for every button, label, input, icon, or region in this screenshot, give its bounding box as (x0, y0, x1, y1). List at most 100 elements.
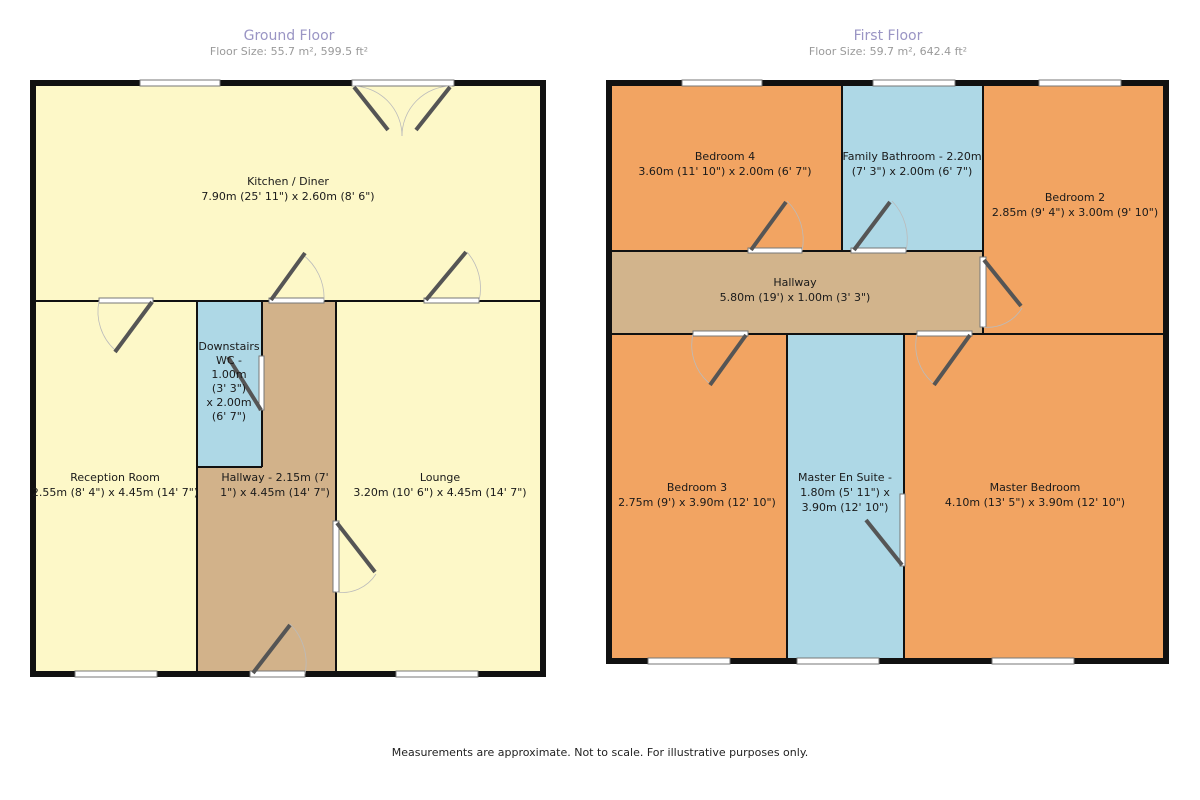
door-leaf (269, 251, 307, 302)
wc-label-line: 1.00m (211, 368, 246, 381)
window (647, 657, 731, 665)
window (74, 670, 158, 678)
lounge-door (332, 520, 377, 593)
hallway-room (262, 301, 336, 674)
master-bedroom-door (915, 330, 973, 387)
bedroom3-door (691, 330, 749, 387)
reception-dims: 2.55m (8' 4") x 4.45m (14' 7") (32, 486, 198, 499)
bathroom-door (850, 200, 908, 254)
door-leaf (424, 250, 468, 302)
bedroom4-name: Bedroom 4 (695, 150, 755, 163)
family-bathroom-room (842, 83, 983, 251)
door-swing-arc (915, 333, 934, 384)
door-swing-arc (335, 573, 377, 593)
bedroom4-dims: 3.60m (11' 10") x 2.00m (6' 7") (638, 165, 811, 178)
door-swing-arc (289, 623, 307, 675)
door-leaf (852, 200, 892, 252)
window (681, 79, 763, 87)
door-frame (747, 247, 803, 254)
kitchen-name: Kitchen / Diner (247, 175, 329, 188)
ground-floor-size: Floor Size: 55.7 m², 599.5 ft² (209, 45, 369, 58)
first-hallway-room (609, 251, 983, 334)
lounge-dims: 3.20m (10' 6") x 4.45m (14' 7") (353, 486, 526, 499)
bedroom3-name: Bedroom 3 (667, 481, 727, 494)
door-swing-arc (351, 85, 403, 137)
door-leaf (352, 85, 390, 132)
wc-label-line: x 2.00m (206, 396, 251, 409)
door-frame (899, 493, 906, 567)
ensuite-door (864, 493, 906, 567)
kitchen-dims: 7.90m (25' 11") x 2.60m (8' 6") (201, 190, 374, 203)
ground-hallway-label-line: 1") x 4.45m (14' 7") (220, 486, 330, 499)
door-leaf (982, 258, 1023, 308)
wc-label-line: Downstairs (198, 340, 260, 353)
wc-label-line: WC - (216, 354, 242, 367)
first-floor-plan: Bedroom 4 3.60m (11' 10") x 2.00m (6' 7"… (606, 79, 1169, 665)
ensuite-label-line: Master En Suite - (798, 471, 892, 484)
door-leaf (932, 333, 972, 387)
door-swing-arc (891, 200, 908, 252)
first-floor-size: Floor Size: 59.7 m², 642.4 ft² (808, 45, 968, 58)
window (872, 79, 956, 87)
kitchen-lounge-door (423, 250, 481, 304)
kitchen-double-door (351, 79, 455, 137)
master-bedroom-room (904, 334, 1166, 661)
ground-hallway-label-line: Hallway - 2.15m (7' (221, 471, 328, 484)
disclaimer: Measurements are approximate. Not to sca… (391, 746, 809, 759)
door-frame (423, 297, 480, 304)
door-swing-arc (982, 307, 1023, 328)
bedroom2-room (983, 83, 1166, 334)
bedroom3-dims: 2.75m (9') x 3.90m (12' 10") (618, 496, 776, 509)
ensuite-label-line: 1.80m (5' 11") x (800, 486, 890, 499)
door-frame (850, 247, 907, 254)
reception-name: Reception Room (70, 471, 160, 484)
door-swing-arc (401, 85, 453, 137)
first-hallway-dims: 5.80m (19') x 1.00m (3' 3") (720, 291, 871, 304)
door-swing-arc (786, 200, 804, 252)
kitchen-hallway-door (268, 251, 325, 304)
first-hallway-name: Hallway (773, 276, 817, 289)
bedroom4-door (747, 200, 804, 254)
door-leaf (251, 623, 292, 675)
bedroom3-room (609, 334, 787, 661)
bedroom2-dims: 2.85m (9' 4") x 3.00m (9' 10") (992, 206, 1158, 219)
door-frame (258, 355, 265, 411)
door-frame (249, 670, 306, 678)
door-leaf (708, 333, 748, 387)
bedroom2-door (979, 256, 1023, 328)
door-swing-arc (466, 251, 481, 302)
window (796, 657, 880, 665)
door-leaf (864, 518, 904, 567)
downstairs-wc-room (197, 301, 262, 467)
door-leaf (749, 200, 788, 252)
ground-floor-title: Ground Floor (243, 28, 335, 44)
door-frame (979, 256, 987, 328)
bedroom4-room (609, 83, 842, 251)
first-floor-title: First Floor (853, 28, 923, 44)
window (139, 79, 221, 87)
door-leaf (113, 300, 154, 354)
bedroom2-name: Bedroom 2 (1045, 191, 1105, 204)
master-bedroom-name: Master Bedroom (990, 481, 1081, 494)
window (1038, 79, 1122, 87)
lounge-room (336, 301, 543, 674)
wc-label-line: (3' 3") (212, 382, 246, 395)
lounge-name: Lounge (420, 471, 461, 484)
door-frame (916, 330, 973, 337)
door-frame (98, 297, 154, 304)
window (395, 670, 479, 678)
wc-label-line: (6' 7") (212, 410, 246, 423)
reception-door (97, 297, 154, 354)
bathroom-label-line: Family Bathroom - 2.20m (842, 150, 981, 163)
door-leaf (226, 355, 263, 412)
door-leaf (414, 85, 452, 132)
door-swing-arc (691, 333, 710, 384)
master-ensuite-room (787, 334, 904, 661)
wc-door (226, 355, 265, 412)
door-leaf (335, 521, 377, 574)
ground-floor-plan: Kitchen / Diner 7.90m (25' 11") x 2.60m … (30, 79, 546, 678)
window (991, 657, 1075, 665)
front-door (249, 623, 307, 678)
door-frame (692, 330, 749, 337)
